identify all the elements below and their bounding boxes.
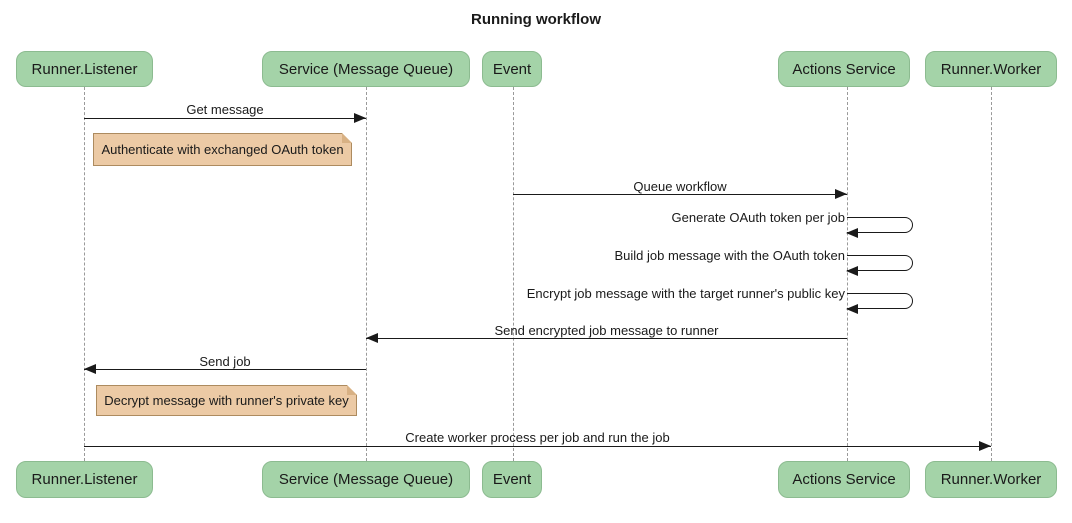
note-label: Decrypt message with runner's private ke… xyxy=(104,393,349,408)
actor-top-runner-listener: Runner.Listener xyxy=(16,51,153,87)
actor-label: Service (Message Queue) xyxy=(278,60,454,78)
note-authenticate: Authenticate with exchanged OAuth token xyxy=(93,133,352,166)
note-label: Authenticate with exchanged OAuth token xyxy=(101,142,344,157)
message-label-encrypt-job-message: Encrypt job message with the target runn… xyxy=(526,286,845,301)
self-loop-generate-oauth-token xyxy=(846,217,913,238)
actor-bottom-runner-listener: Runner.Listener xyxy=(16,461,153,498)
message-arrow-queue-workflow xyxy=(513,189,847,199)
self-loop-encrypt-job-message xyxy=(846,293,913,314)
message-label-get-message: Get message xyxy=(186,102,264,117)
message-label-send-encrypted: Send encrypted job message to runner xyxy=(494,323,719,338)
actor-bottom-runner-worker: Runner.Worker xyxy=(925,461,1057,498)
actor-top-event: Event xyxy=(482,51,542,87)
lifeline-runner-worker xyxy=(991,87,992,461)
message-label-queue-workflow: Queue workflow xyxy=(633,179,727,194)
lifeline-service-message-queue xyxy=(366,87,367,461)
actor-bottom-actions-service: Actions Service xyxy=(778,461,910,498)
actor-bottom-service-message-queue: Service (Message Queue) xyxy=(262,461,470,498)
actor-label: Event xyxy=(492,471,532,488)
actor-label: Event xyxy=(492,60,532,78)
message-arrow-send-job xyxy=(84,364,366,374)
message-arrow-send-encrypted xyxy=(366,333,847,343)
actor-label: Actions Service xyxy=(792,60,896,78)
lifeline-runner-listener xyxy=(84,87,85,461)
actor-label: Runner.Worker xyxy=(940,60,1042,78)
message-arrow-get-message xyxy=(84,113,366,123)
self-loop-build-job-message xyxy=(846,255,913,276)
message-label-build-job-message: Build job message with the OAuth token xyxy=(614,248,845,263)
actor-label: Service (Message Queue) xyxy=(278,471,454,488)
actor-top-service-message-queue: Service (Message Queue) xyxy=(262,51,470,87)
actor-label: Runner.Listener xyxy=(31,60,138,78)
message-arrow-create-worker xyxy=(84,441,991,451)
actor-label: Runner.Listener xyxy=(31,471,138,488)
diagram-title: Running workflow xyxy=(471,11,601,28)
message-label-send-job: Send job xyxy=(199,354,251,369)
message-label-generate-oauth-token: Generate OAuth token per job xyxy=(671,210,845,225)
lifeline-event xyxy=(513,87,514,461)
actor-top-actions-service: Actions Service xyxy=(778,51,910,87)
actor-label: Actions Service xyxy=(792,471,896,488)
actor-bottom-event: Event xyxy=(482,461,542,498)
actor-label: Runner.Worker xyxy=(940,471,1042,488)
actor-top-runner-worker: Runner.Worker xyxy=(925,51,1057,87)
message-label-create-worker: Create worker process per job and run th… xyxy=(405,430,670,445)
note-decrypt: Decrypt message with runner's private ke… xyxy=(96,385,357,416)
